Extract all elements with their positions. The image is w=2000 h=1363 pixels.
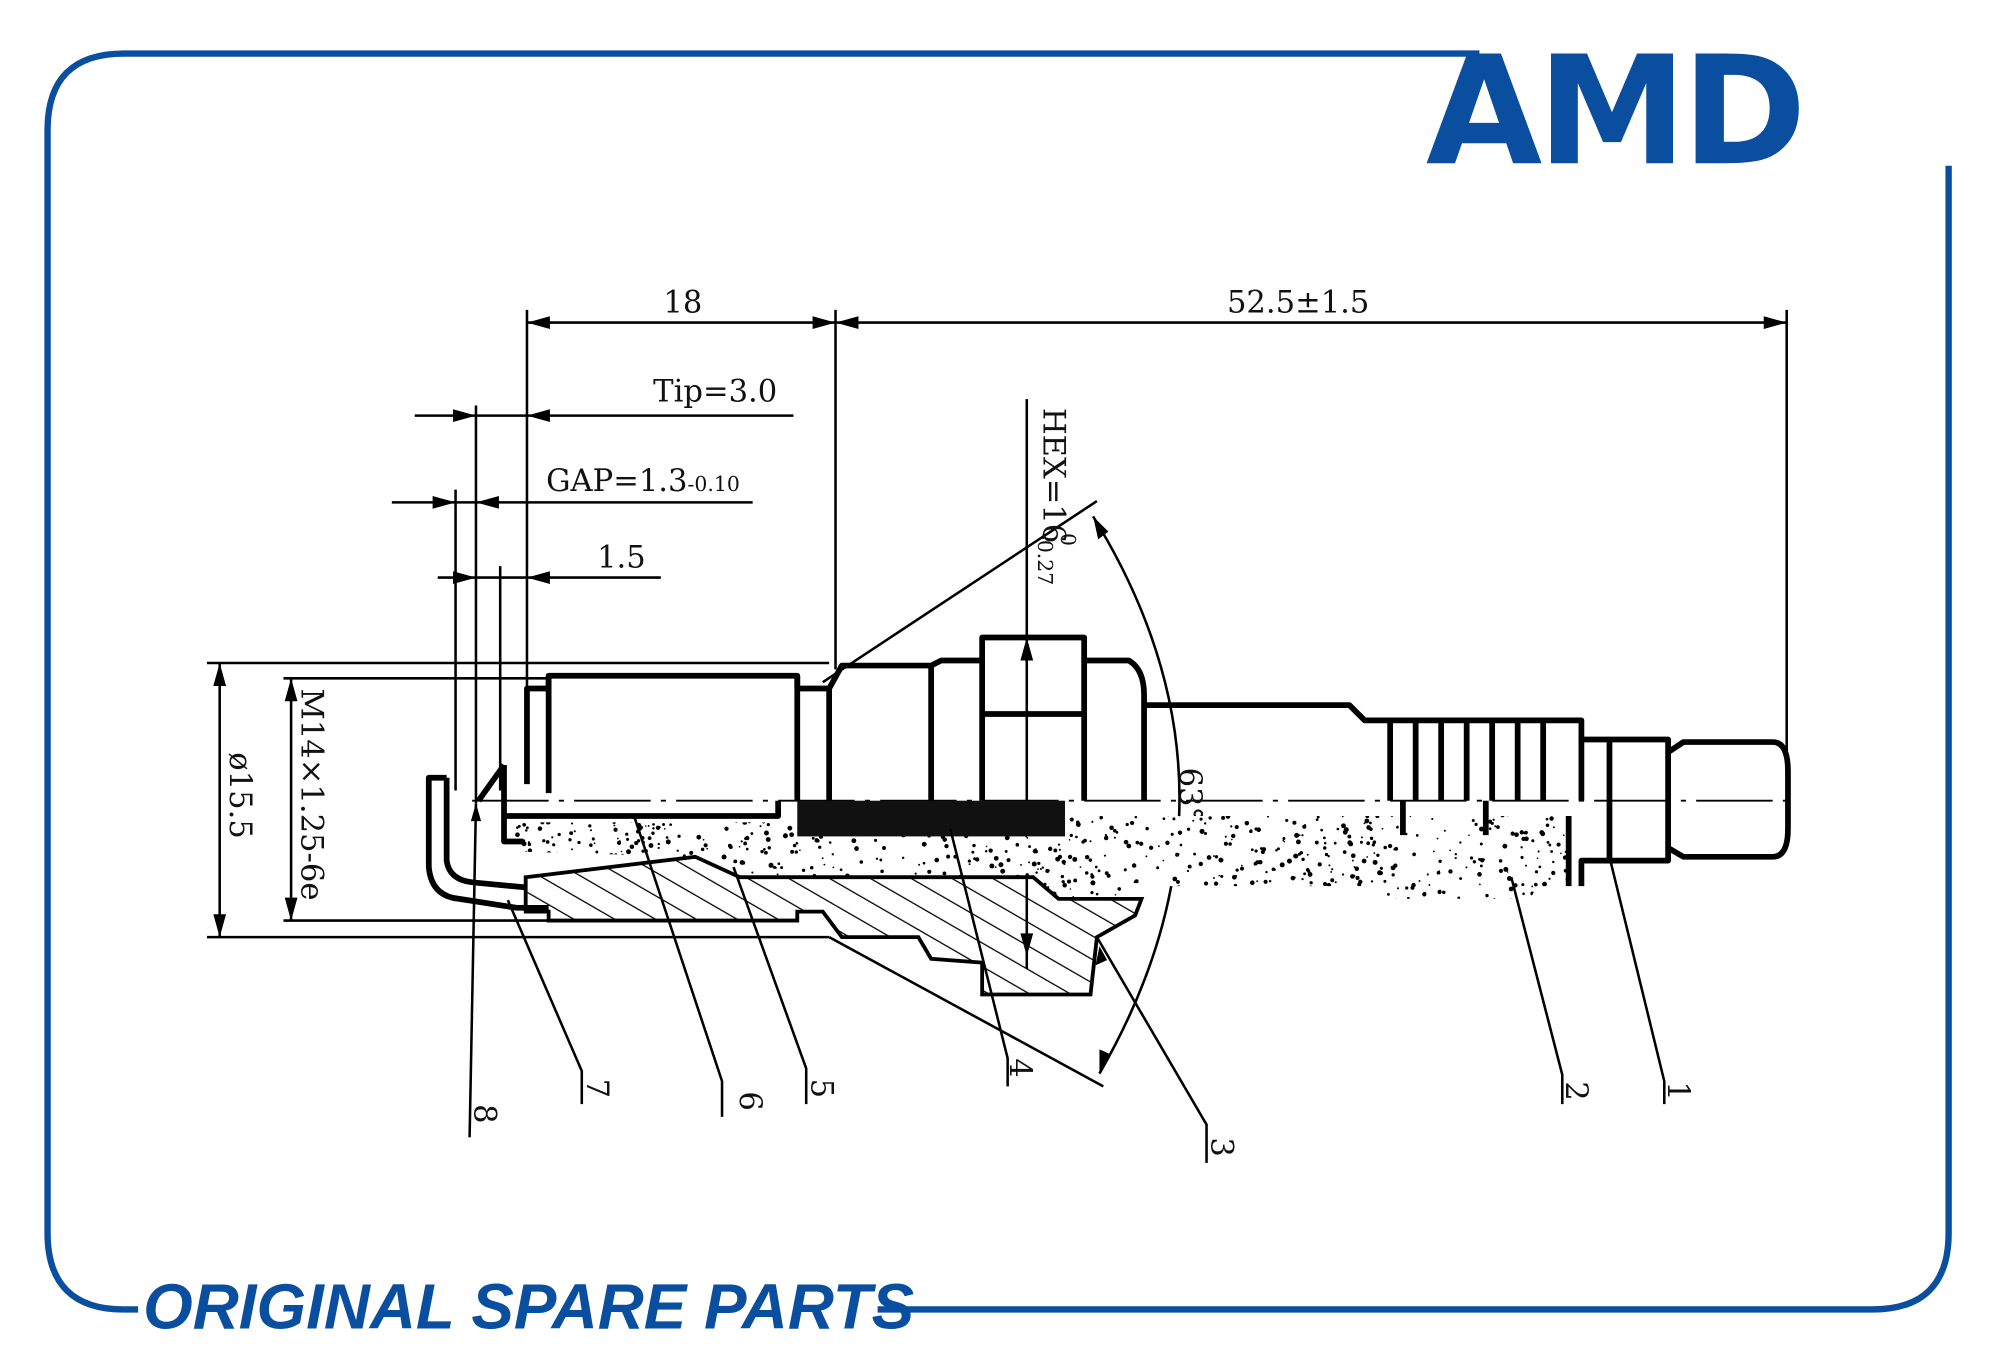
svg-text:0: 0 <box>1056 533 1080 546</box>
part-label-2: 2 <box>1558 1081 1593 1100</box>
dim-angle: 63° <box>1172 768 1207 822</box>
footer-tagline: ORIGINAL SPARE PARTS <box>143 1271 914 1343</box>
leader-lines <box>468 803 1666 1163</box>
brand-logo: AMD <box>1426 24 1802 199</box>
svg-text:HEX=16: HEX=16 <box>1035 408 1070 543</box>
part-label-6: 6 <box>732 1091 767 1110</box>
part-label-4: 4 <box>1002 1058 1037 1077</box>
dim-diameter: ø15.5 <box>222 752 257 839</box>
part-label-3: 3 <box>1204 1137 1239 1156</box>
dimension-lines <box>206 309 1799 1088</box>
dim-total-length: 52.5±1.5 <box>1227 285 1369 320</box>
part-labels: 1 2 3 4 5 6 7 8 <box>467 1058 1695 1157</box>
frame-border <box>44 50 1952 1313</box>
dim-hex: HEX=16 0 -0.27 <box>1033 408 1080 585</box>
dim-electrode: 1.5 <box>597 540 646 575</box>
part-label-7: 7 <box>579 1079 614 1098</box>
dim-gap: GAP=1.3-0.10 <box>546 464 740 499</box>
spark-plug-body <box>425 634 1791 997</box>
dim-thread-spec: M14×1.25-6e <box>293 689 328 901</box>
part-label-1: 1 <box>1660 1081 1695 1100</box>
part-label-5: 5 <box>803 1079 838 1098</box>
svg-text:-0.27: -0.27 <box>1033 533 1057 585</box>
dim-tip: Tip=3.0 <box>653 375 777 410</box>
dim-thread-length: 18 <box>663 285 702 320</box>
part-label-8: 8 <box>467 1104 502 1123</box>
center-electrode-core <box>797 800 1066 837</box>
